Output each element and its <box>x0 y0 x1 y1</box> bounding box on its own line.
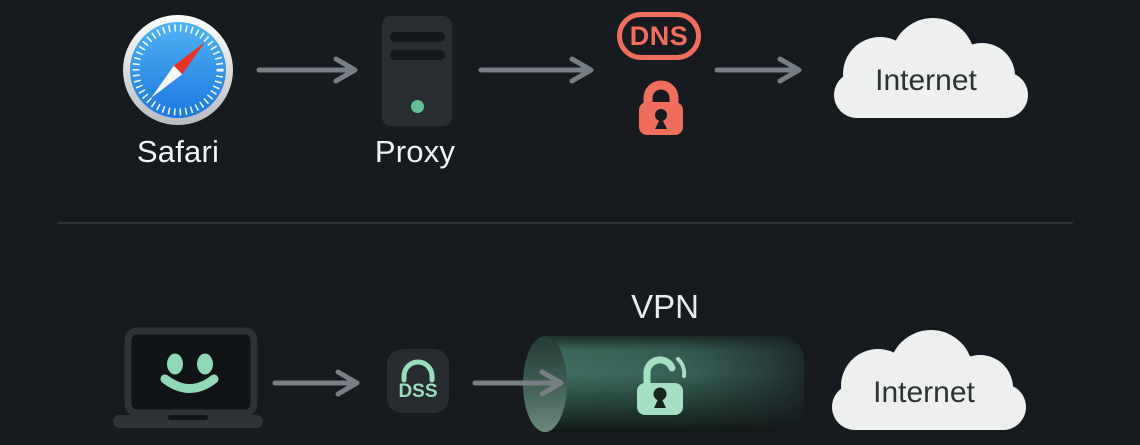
safari-icon <box>123 15 233 125</box>
smiley-face-icon <box>160 353 219 393</box>
internet-cloud: Internet <box>832 330 1026 430</box>
arrow-icon <box>256 56 358 84</box>
dss-badge-label: DSS <box>398 381 437 402</box>
arrow-icon <box>272 369 360 397</box>
arrow-icon <box>472 369 564 397</box>
dns-badge: DNS <box>617 12 701 60</box>
internet-label: Internet <box>875 64 977 97</box>
safari-label: Safari <box>136 134 220 169</box>
internet-cloud: Internet <box>834 18 1028 118</box>
proxy-label: Proxy <box>374 134 456 169</box>
compass-needle-red <box>173 42 205 75</box>
dss-badge: DSS <box>387 349 449 413</box>
dss-lock-shackle-icon <box>401 359 435 383</box>
arrow-icon <box>714 56 802 84</box>
vpn-lock-icon <box>637 356 687 415</box>
arrow-icon <box>478 56 594 84</box>
vpn-tunnel <box>523 336 804 432</box>
compass-needle-white <box>151 65 183 98</box>
status-led <box>411 100 424 113</box>
section-divider <box>57 222 1073 224</box>
dns-badge-label: DNS <box>629 20 689 51</box>
laptop-icon <box>113 327 263 428</box>
internet-label: Internet <box>873 376 975 409</box>
vpn-label: VPN <box>631 288 699 325</box>
dns-lock-icon <box>639 80 683 135</box>
